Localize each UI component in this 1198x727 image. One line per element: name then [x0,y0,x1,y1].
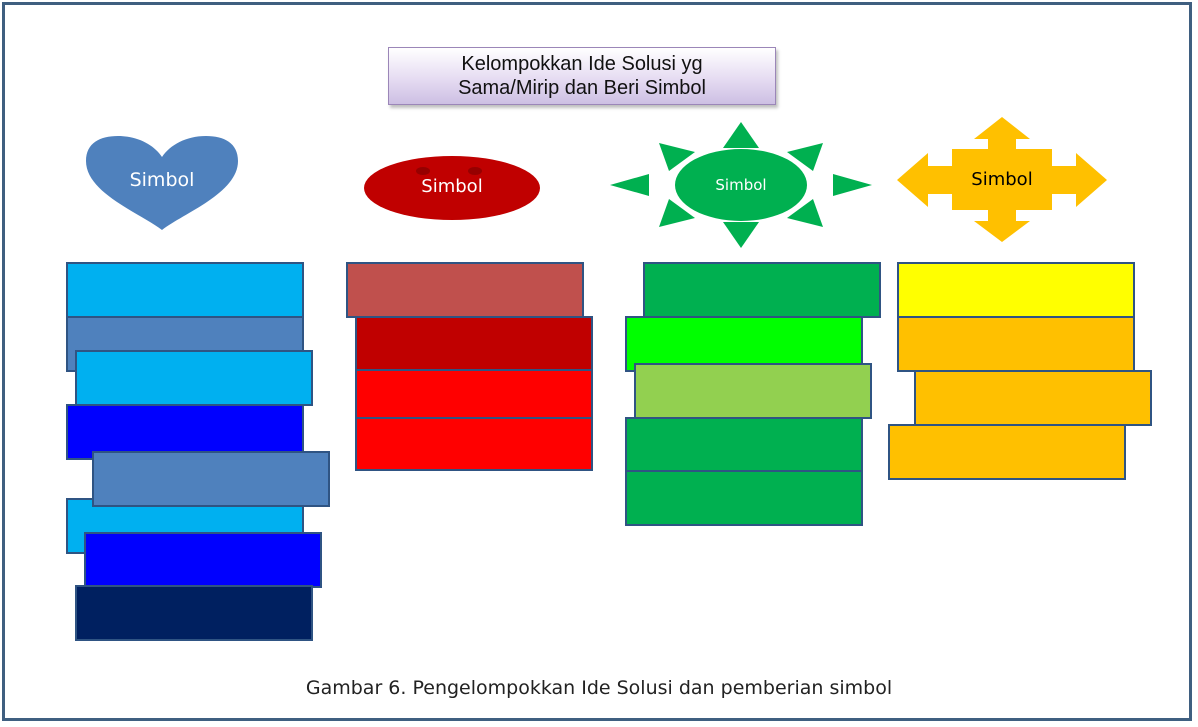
four-way-arrow-symbol-label: Simbol [971,169,1033,190]
idea-card [888,424,1126,480]
sun-icon [610,122,872,248]
idea-card [643,262,881,318]
heart-symbol-label: Simbol [129,169,195,191]
title-box: Kelompokkan Ide Solusi yg Sama/Mirip dan… [388,47,776,105]
idea-card [75,585,313,641]
ellipse-symbol: Simbol [363,155,541,221]
idea-card [75,350,313,406]
idea-card [346,262,584,318]
idea-card [66,262,304,318]
idea-card [897,262,1135,318]
idea-card [92,451,330,507]
sun-symbol: Simbol [609,121,873,249]
idea-card [355,316,593,372]
idea-card [625,316,863,372]
ellipse-symbol-label: Simbol [421,176,483,197]
idea-card [634,363,872,419]
sun-symbol-label: Simbol [715,176,767,194]
heart-icon [86,136,238,230]
title-line-2: Sama/Mirip dan Beri Simbol [458,77,706,99]
figure-caption: Gambar 6. Pengelompokkan Ide Solusi dan … [305,677,893,699]
idea-card [355,369,593,419]
four-way-arrow-symbol: Simbol [896,117,1108,243]
idea-card [897,316,1135,372]
heart-symbol: Simbol [80,135,244,231]
idea-card [625,470,863,526]
idea-card [625,417,863,473]
title-line-1: Kelompokkan Ide Solusi yg [461,53,703,75]
idea-card [914,370,1152,426]
four-way-arrow-icon [897,117,1107,242]
idea-card [355,417,593,471]
idea-card [84,532,322,588]
ellipse-icon [364,156,540,220]
